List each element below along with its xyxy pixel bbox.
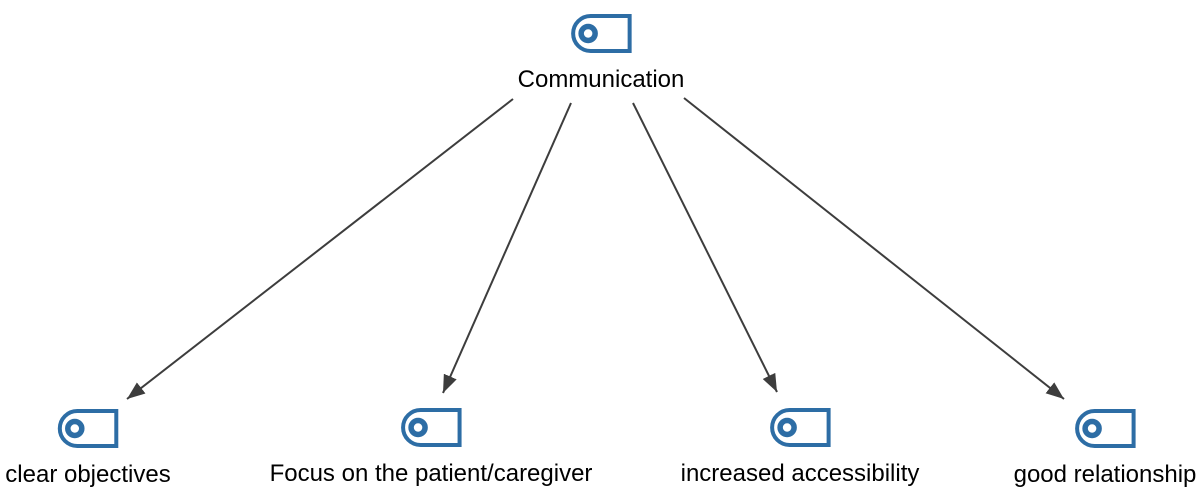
node-communication[interactable]: Communication — [517, 14, 685, 94]
node-label: increased accessibility — [680, 460, 920, 487]
node-clear-objectives[interactable]: clear objectives — [5, 409, 171, 489]
tag-icon — [1075, 409, 1136, 448]
tag-icon — [571, 14, 632, 53]
edge-to-focus-on-the-patient-caregiver — [442, 102, 572, 394]
tag-icon — [770, 408, 831, 447]
node-increased-accessibility[interactable]: increased accessibility — [680, 408, 920, 488]
node-label: clear objectives — [5, 461, 171, 488]
node-good-relationship[interactable]: good relationship — [1013, 409, 1197, 489]
edge-to-clear-objectives — [126, 98, 514, 400]
tag-icon — [58, 409, 119, 448]
node-label: good relationship — [1013, 461, 1197, 488]
node-focus-on-the-patient-caregiver[interactable]: Focus on the patient/caregiver — [269, 408, 593, 488]
tag-icon — [401, 408, 462, 447]
edge-to-good-relationship — [683, 97, 1065, 400]
node-label: Focus on the patient/caregiver — [269, 460, 593, 487]
edge-to-increased-accessibility — [632, 102, 778, 393]
node-label: Communication — [517, 66, 685, 93]
